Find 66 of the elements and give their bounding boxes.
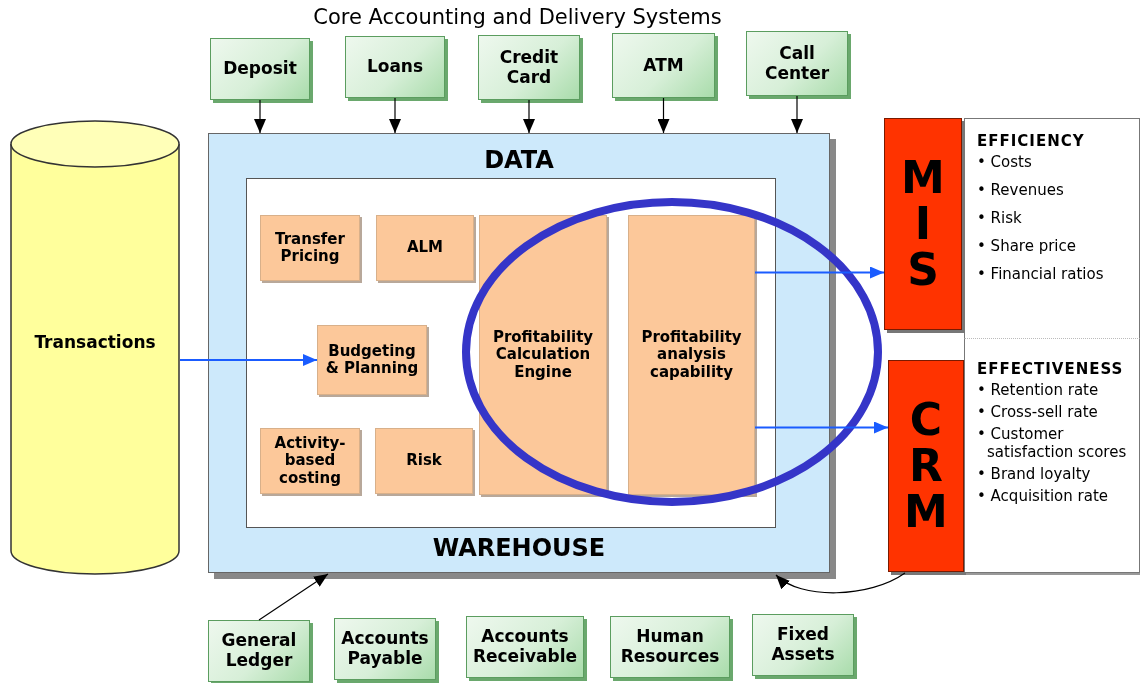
- module-box: [628, 215, 755, 495]
- diagram-title: Core Accounting and Delivery Systems: [313, 5, 722, 29]
- node-label: Human Resources: [619, 627, 721, 667]
- system-box: [612, 33, 715, 98]
- arrow: [791, 95, 803, 134]
- node-label: Loans: [366, 57, 424, 77]
- node-label: Budgeting & Planning: [324, 342, 420, 378]
- node-label: Risk: [406, 452, 442, 470]
- category-bar: [884, 118, 962, 330]
- node-label: Transactions: [34, 332, 156, 353]
- panel-heading: EFFICIENCY: [977, 132, 1085, 150]
- node-label: Profitability analysis capability: [640, 329, 743, 381]
- node-label: Activity-based costing: [273, 435, 347, 487]
- system-box: [752, 614, 854, 676]
- system-box: [610, 616, 730, 678]
- system-box: [466, 616, 584, 678]
- list-item: • Costs: [977, 153, 1033, 171]
- node-label: Transfer Pricing: [274, 230, 346, 266]
- arrow: [254, 99, 266, 134]
- system-box: [478, 35, 580, 100]
- arrow: [657, 97, 670, 134]
- node-label: Deposit: [223, 59, 297, 79]
- arrow: [389, 97, 401, 134]
- list-item: • Acquisition rate: [977, 487, 1109, 505]
- system-box: [208, 620, 310, 682]
- list-item: • Retention rate: [977, 381, 1100, 399]
- node-label: Profitability Calculation Engine: [491, 329, 595, 381]
- module-box: [317, 325, 427, 395]
- module-box: [375, 428, 473, 494]
- node-label: General Ledger: [220, 631, 298, 671]
- list-item: • Brand loyalty: [977, 465, 1092, 483]
- arrow: [754, 421, 889, 434]
- node-label: CRM: [904, 397, 948, 535]
- module-box: [260, 428, 360, 494]
- node-label: Call Center: [763, 43, 831, 84]
- module-box: [479, 215, 607, 495]
- list-item: • Financial ratios: [977, 265, 1105, 283]
- arrow: [523, 99, 535, 134]
- node-label: ALM: [406, 239, 444, 257]
- list-item: • Cross-sell rate: [977, 403, 1099, 421]
- module-box: [376, 215, 474, 281]
- node-label: Accounts Receivable: [471, 627, 579, 667]
- category-bar: [888, 360, 964, 572]
- node-label: Credit Card: [498, 47, 560, 88]
- system-box: [210, 38, 310, 100]
- node-label: MIS: [901, 155, 945, 293]
- list-item: • Revenues: [977, 181, 1065, 199]
- arrow: [179, 354, 318, 366]
- arrow: [754, 266, 885, 279]
- metrics-panel: [964, 118, 1140, 338]
- system-box: [345, 36, 445, 98]
- metrics-panel: [964, 338, 1140, 573]
- arrow: [258, 573, 329, 621]
- panel-heading: WAREHOUSE: [432, 534, 606, 562]
- list-item: • Share price: [977, 237, 1077, 255]
- panel-heading: EFFECTIVENESS: [977, 360, 1124, 378]
- panel-heading: DATA: [484, 146, 554, 174]
- node-label: Fixed Assets: [770, 625, 836, 665]
- system-box: [334, 618, 436, 680]
- list-item: • Customer satisfaction scores: [977, 425, 1128, 461]
- node-label: Accounts Payable: [340, 629, 430, 669]
- list-item: • Risk: [977, 209, 1023, 227]
- node-label: ATM: [643, 55, 684, 76]
- module-box: [260, 215, 360, 281]
- system-box: [746, 31, 848, 96]
- arrow: [775, 572, 906, 594]
